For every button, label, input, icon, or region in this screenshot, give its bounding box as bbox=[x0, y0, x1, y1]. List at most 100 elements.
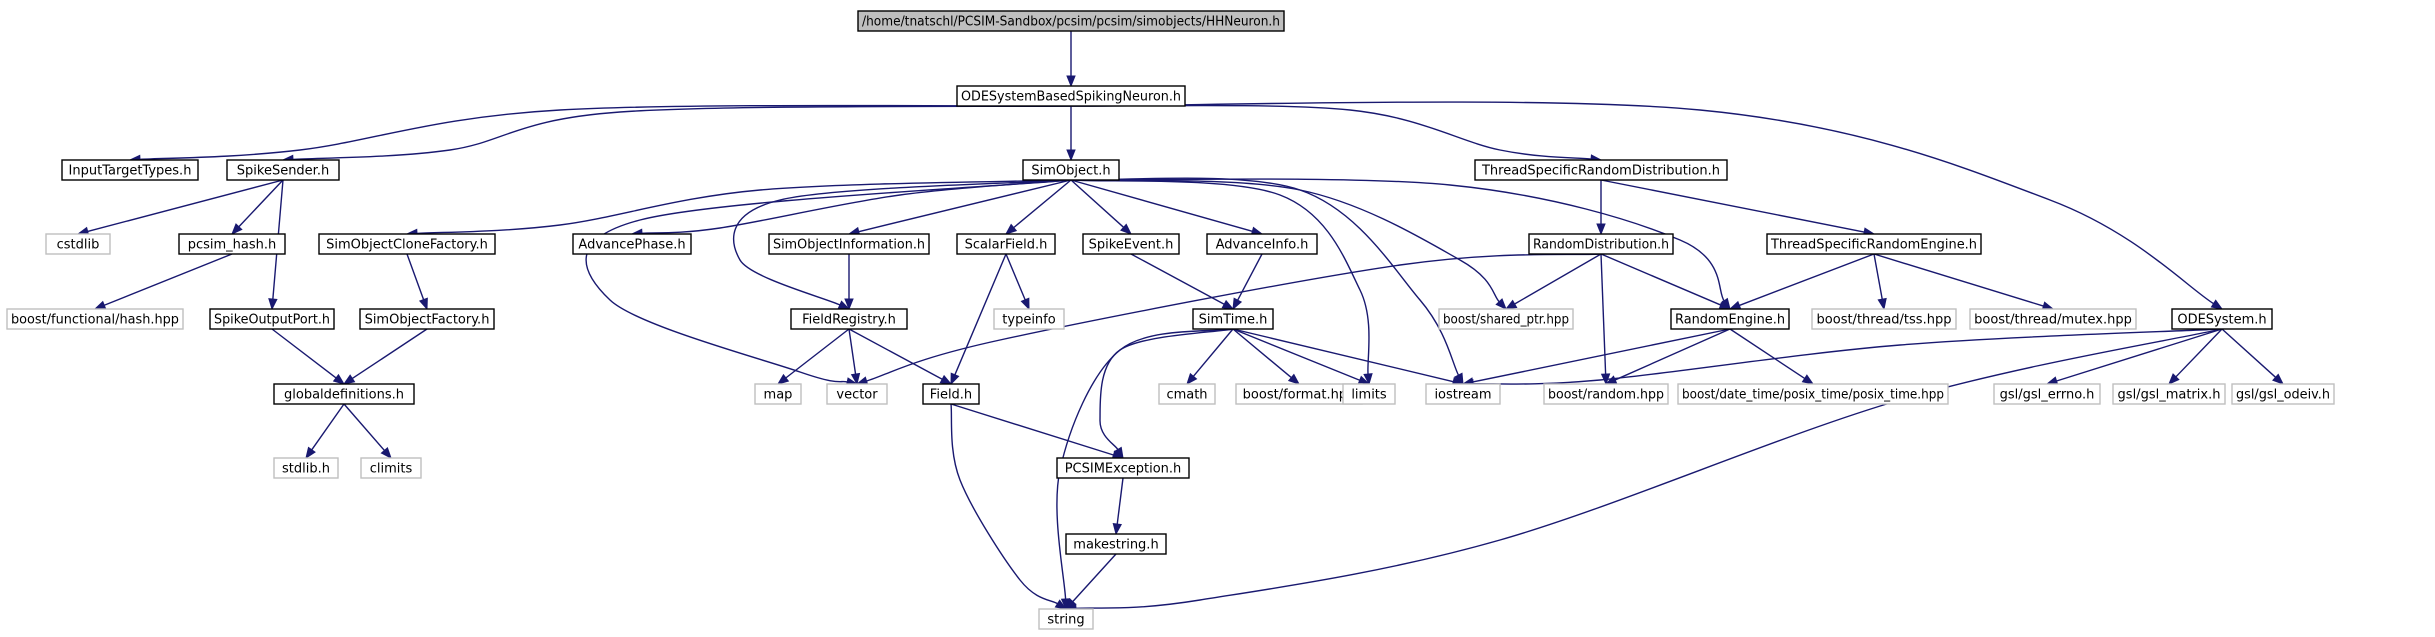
arrowhead-icon bbox=[1287, 373, 1301, 385]
edge-line bbox=[1070, 104, 1592, 160]
node-randdist[interactable]: RandomDistribution.h bbox=[1528, 233, 1674, 255]
edge-line bbox=[1072, 553, 1117, 603]
edge-simobject-to-scalarfield bbox=[1004, 179, 1072, 235]
edge-simobject-to-limits bbox=[1070, 179, 1373, 386]
node-sof[interactable]: SimObjectFactory.h bbox=[359, 308, 495, 330]
node-inputtt[interactable]: InputTargetTypes.h bbox=[61, 159, 199, 181]
edge-line bbox=[1873, 253, 2044, 307]
arrowhead-icon bbox=[939, 374, 953, 385]
node-advphase[interactable]: AdvancePhase.h bbox=[572, 233, 692, 255]
edge-line bbox=[848, 328, 943, 380]
arrowhead-icon bbox=[231, 223, 243, 235]
node-label: AdvanceInfo.h bbox=[1216, 238, 1309, 253]
arrowhead-icon bbox=[268, 298, 278, 311]
node-label: AdvancePhase.h bbox=[578, 238, 685, 253]
node-box bbox=[956, 233, 1056, 255]
node-typeinfo: typeinfo bbox=[993, 308, 1065, 330]
node-label: FieldRegistry.h bbox=[802, 313, 896, 328]
node-odesystem[interactable]: ODESystem.h bbox=[2171, 308, 2273, 330]
edge-line bbox=[1056, 328, 1234, 600]
node-globaldefs[interactable]: globaldefinitions.h bbox=[273, 383, 415, 405]
edge-line bbox=[104, 253, 233, 306]
edge-spikeevent-to-simtime bbox=[1130, 253, 1235, 310]
node-box bbox=[956, 85, 1186, 107]
node-randengine[interactable]: RandomEngine.h bbox=[1670, 308, 1790, 330]
node-box bbox=[1677, 383, 1949, 405]
node-advinfo[interactable]: AdvanceInfo.h bbox=[1206, 233, 1318, 255]
edge-line bbox=[1729, 328, 1806, 380]
edge-simobject-to-vector bbox=[585, 179, 1072, 387]
node-label: boost/random.hpp bbox=[1548, 388, 1664, 403]
node-label: ODESystem.h bbox=[2177, 313, 2266, 328]
arrowhead-icon bbox=[1120, 223, 1133, 235]
arrowhead-icon bbox=[2210, 299, 2224, 310]
node-label: gsl/gsl_errno.h bbox=[2000, 388, 2095, 403]
edge-globaldefs-to-stdlibh bbox=[305, 403, 345, 460]
node-mutex: boost/thread/mutex.hpp bbox=[1969, 308, 2137, 330]
node-label: SimTime.h bbox=[1199, 313, 1268, 328]
node-spikeevent[interactable]: SpikeEvent.h bbox=[1082, 233, 1180, 255]
edge-line bbox=[1070, 178, 1725, 302]
node-label: PCSIMException.h bbox=[1065, 462, 1182, 477]
node-label: SimObject.h bbox=[1031, 164, 1110, 179]
node-box bbox=[922, 383, 980, 405]
edge-odesystem-to-iostream bbox=[1461, 328, 2223, 389]
edge-randdist-to-sharedptr bbox=[1504, 253, 1602, 310]
edge-tsrd-to-randdist bbox=[1596, 180, 1606, 236]
node-box bbox=[61, 159, 199, 181]
edge-line bbox=[848, 328, 857, 375]
node-label: gsl/gsl_odeiv.h bbox=[2236, 388, 2330, 403]
node-hhneuron[interactable]: /home/tnatschl/PCSIM-Sandbox/pcsim/pcsim… bbox=[857, 10, 1285, 32]
node-soinfo[interactable]: SimObjectInformation.h bbox=[768, 233, 930, 255]
node-cmath: cmath bbox=[1158, 383, 1216, 405]
edge-spikeoutport-to-globaldefs bbox=[271, 328, 346, 385]
node-tsre[interactable]: ThreadSpecificRandomEngine.h bbox=[1766, 233, 1982, 255]
edge-line bbox=[732, 179, 1072, 306]
edge-line bbox=[1075, 328, 2223, 610]
node-box bbox=[273, 383, 415, 405]
node-label: ThreadSpecificRandomDistribution.h bbox=[1481, 164, 1720, 179]
node-box bbox=[1670, 308, 1790, 330]
node-simobject[interactable]: SimObject.h bbox=[1022, 159, 1120, 181]
node-label: ScalarField.h bbox=[965, 238, 1048, 253]
node-label: gsl/gsl_matrix.h bbox=[2118, 388, 2221, 403]
edge-tsre-to-mutex bbox=[1873, 253, 2055, 311]
edge-randdist-to-brandom bbox=[1600, 253, 1611, 386]
node-box bbox=[572, 233, 692, 255]
node-spikesender[interactable]: SpikeSender.h bbox=[226, 159, 340, 181]
node-gslodeiv: gsl/gsl_odeiv.h bbox=[2231, 383, 2335, 405]
node-label: limits bbox=[1351, 388, 1387, 403]
node-box bbox=[1993, 383, 2101, 405]
edge-field-to-pcsimexc bbox=[950, 403, 1125, 460]
node-box bbox=[1342, 383, 1396, 405]
edge-simtime-to-cmath bbox=[1186, 328, 1234, 386]
node-socf[interactable]: SimObjectCloneFactory.h bbox=[318, 233, 496, 255]
node-label: iostream bbox=[1434, 388, 1491, 403]
edge-line bbox=[1070, 179, 1370, 375]
arrowhead-icon bbox=[380, 446, 392, 460]
node-makestring[interactable]: makestring.h bbox=[1065, 533, 1167, 555]
arrowhead-icon bbox=[1801, 374, 1815, 385]
arrowhead-icon bbox=[305, 446, 316, 460]
arrowhead-icon bbox=[1066, 75, 1076, 88]
node-pcsimexc[interactable]: PCSIMException.h bbox=[1056, 457, 1190, 479]
node-odesbsn[interactable]: ODESystemBasedSpikingNeuron.h bbox=[956, 85, 1186, 107]
node-label: SimObjectCloneFactory.h bbox=[326, 238, 488, 253]
node-scalarfield[interactable]: ScalarField.h bbox=[956, 233, 1056, 255]
arrowhead-icon bbox=[1495, 298, 1507, 310]
node-tsrd[interactable]: ThreadSpecificRandomDistribution.h bbox=[1474, 159, 1728, 181]
node-brandom: boost/random.hpp bbox=[1543, 383, 1669, 405]
edge-sof-to-globaldefs bbox=[342, 328, 428, 385]
edge-simobject-to-sharedptr bbox=[1070, 179, 1507, 310]
node-fieldreg[interactable]: FieldRegistry.h bbox=[790, 308, 908, 330]
node-spikeoutport[interactable]: SpikeOutputPort.h bbox=[209, 308, 335, 330]
edge-line bbox=[1070, 179, 1253, 232]
node-posixtime: boost/date_time/posix_time/posix_time.hp… bbox=[1677, 383, 1949, 405]
node-simtime[interactable]: SimTime.h bbox=[1192, 308, 1274, 330]
node-field[interactable]: Field.h bbox=[922, 383, 980, 405]
node-box bbox=[1082, 233, 1180, 255]
edge-line bbox=[2221, 328, 2277, 378]
node-pcsimhash[interactable]: pcsim_hash.h bbox=[178, 233, 286, 255]
edge-line bbox=[785, 328, 850, 379]
arrowhead-icon bbox=[1004, 223, 1018, 235]
